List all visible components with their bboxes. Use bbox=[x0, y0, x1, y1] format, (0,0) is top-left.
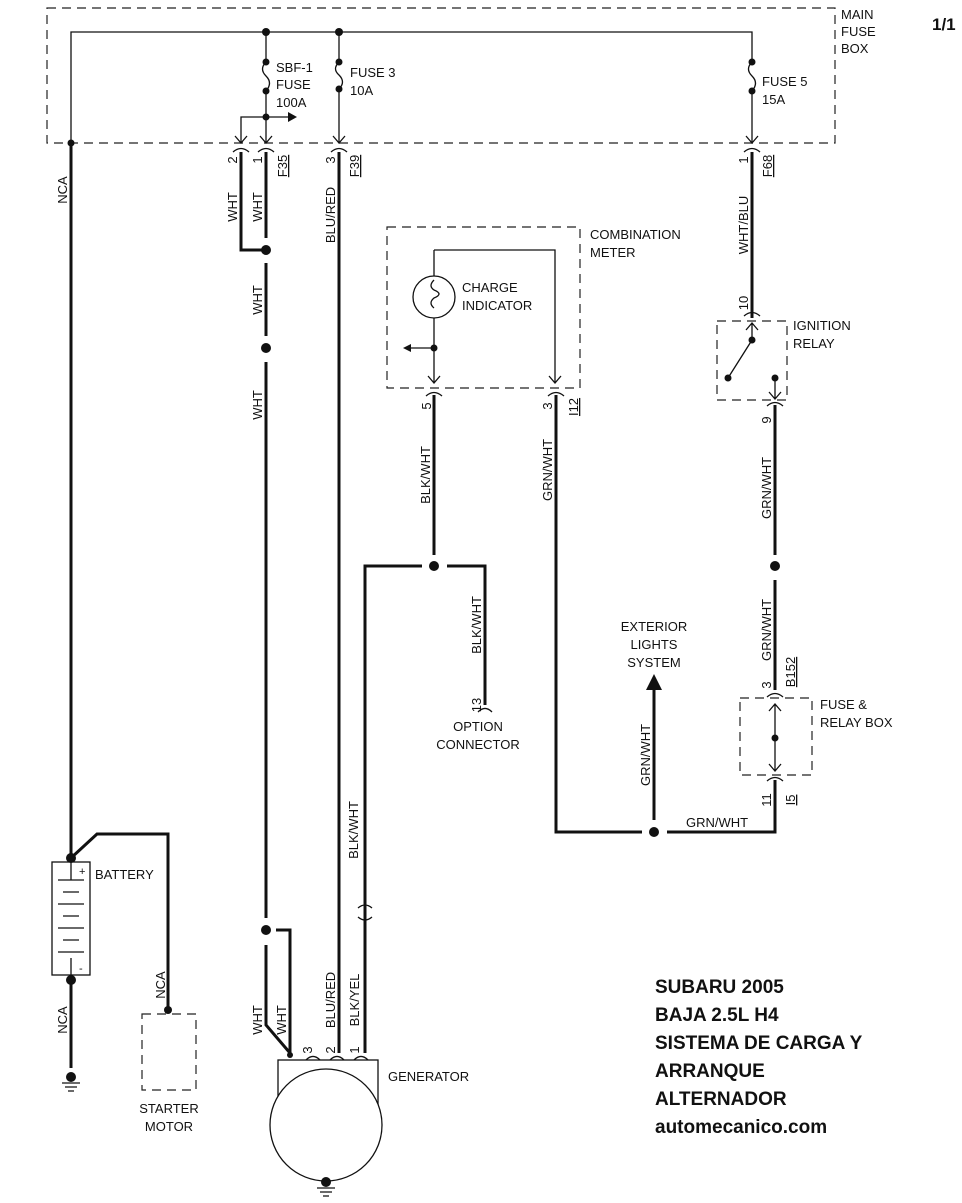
fuse-relay-box-internals bbox=[766, 692, 784, 782]
starter-motor-outline bbox=[141, 1013, 197, 1091]
main-fuse-box-outline bbox=[46, 7, 836, 144]
page-number: 1/1 bbox=[932, 15, 956, 34]
ignition-relay-switch bbox=[724, 311, 784, 407]
svg-text:10: 10 bbox=[736, 296, 751, 310]
svg-text:11: 11 bbox=[759, 793, 774, 807]
ignition-relay-outline bbox=[716, 320, 788, 401]
svg-text:F68: F68 bbox=[760, 155, 775, 177]
svg-text:SUBARU 2005: SUBARU 2005 bbox=[655, 977, 784, 998]
svg-text:3: 3 bbox=[300, 1046, 315, 1053]
svg-text:GRN/WHT: GRN/WHT bbox=[686, 815, 748, 830]
svg-text:1: 1 bbox=[736, 156, 751, 163]
svg-text:BLK/WHT: BLK/WHT bbox=[418, 446, 433, 504]
svg-text:3: 3 bbox=[540, 402, 555, 409]
svg-text:F39: F39 bbox=[347, 155, 362, 177]
fuse-relay-box-outline bbox=[739, 697, 813, 776]
svg-text:automecanico.com: automecanico.com bbox=[655, 1117, 827, 1138]
ground-icon bbox=[62, 1072, 80, 1092]
svg-text:9: 9 bbox=[759, 416, 774, 423]
svg-text:F35: F35 bbox=[275, 155, 290, 177]
svg-text:WHT: WHT bbox=[250, 1005, 265, 1035]
svg-text:BAJA 2.5L H4: BAJA 2.5L H4 bbox=[655, 1005, 779, 1026]
charge-indicator-bulb bbox=[403, 249, 565, 397]
svg-text:WHT/BLU: WHT/BLU bbox=[736, 196, 751, 255]
generator-symbol bbox=[269, 1052, 383, 1197]
svg-text:BLU/RED: BLU/RED bbox=[323, 972, 338, 1028]
svg-text:NCA: NCA bbox=[153, 971, 168, 999]
title-block: SUBARU 2005 BAJA 2.5L H4 SISTEMA DE CARG… bbox=[655, 977, 863, 1138]
vertical-labels: NCA WHT WHT WHT WHT BLU/RED WHT/BLU BLK/… bbox=[55, 155, 798, 1054]
svg-text:WHT: WHT bbox=[250, 192, 265, 222]
fuse-box-bus bbox=[67, 28, 761, 153]
svg-text:1: 1 bbox=[250, 156, 265, 163]
svg-text:2: 2 bbox=[225, 156, 240, 163]
svg-text:13: 13 bbox=[469, 698, 484, 712]
battery-minus: - bbox=[79, 963, 83, 975]
svg-text:B152: B152 bbox=[783, 657, 798, 687]
svg-text:NCA: NCA bbox=[55, 1006, 70, 1034]
svg-text:BLK/WHT: BLK/WHT bbox=[346, 801, 361, 859]
svg-text:NCA: NCA bbox=[55, 176, 70, 204]
combination-meter-outline bbox=[386, 226, 581, 389]
svg-text:ALTERNADOR: ALTERNADOR bbox=[655, 1089, 787, 1110]
svg-text:ARRANQUE: ARRANQUE bbox=[655, 1061, 765, 1082]
svg-text:WHT: WHT bbox=[274, 1005, 289, 1035]
svg-text:BLK/YEL: BLK/YEL bbox=[347, 974, 362, 1027]
generator-label: GENERATOR bbox=[388, 1069, 469, 1084]
svg-text:BLK/WHT: BLK/WHT bbox=[469, 596, 484, 654]
battery-symbol bbox=[51, 861, 91, 976]
svg-text:WHT: WHT bbox=[225, 192, 240, 222]
battery-plus: + bbox=[79, 866, 85, 878]
svg-text:I5: I5 bbox=[783, 795, 798, 806]
svg-text:2: 2 bbox=[323, 1046, 338, 1053]
svg-text:3: 3 bbox=[323, 156, 338, 163]
svg-text:SISTEMA DE CARGA Y: SISTEMA DE CARGA Y bbox=[655, 1033, 863, 1054]
svg-text:GRN/WHT: GRN/WHT bbox=[540, 439, 555, 501]
svg-text:I12: I12 bbox=[566, 398, 581, 416]
svg-text:GRN/WHT: GRN/WHT bbox=[638, 724, 653, 786]
svg-text:BLU/RED: BLU/RED bbox=[323, 187, 338, 243]
svg-text:GRN/WHT: GRN/WHT bbox=[759, 599, 774, 661]
svg-text:WHT: WHT bbox=[250, 390, 265, 420]
battery-label: BATTERY bbox=[95, 867, 154, 882]
svg-text:GRN/WHT: GRN/WHT bbox=[759, 457, 774, 519]
svg-text:5: 5 bbox=[419, 402, 434, 409]
svg-text:1: 1 bbox=[347, 1046, 362, 1053]
svg-text:3: 3 bbox=[759, 681, 774, 688]
wires bbox=[66, 143, 780, 1068]
fuse-relay-box-label: FUSE &RELAY BOX bbox=[820, 697, 893, 730]
svg-text:WHT: WHT bbox=[250, 285, 265, 315]
